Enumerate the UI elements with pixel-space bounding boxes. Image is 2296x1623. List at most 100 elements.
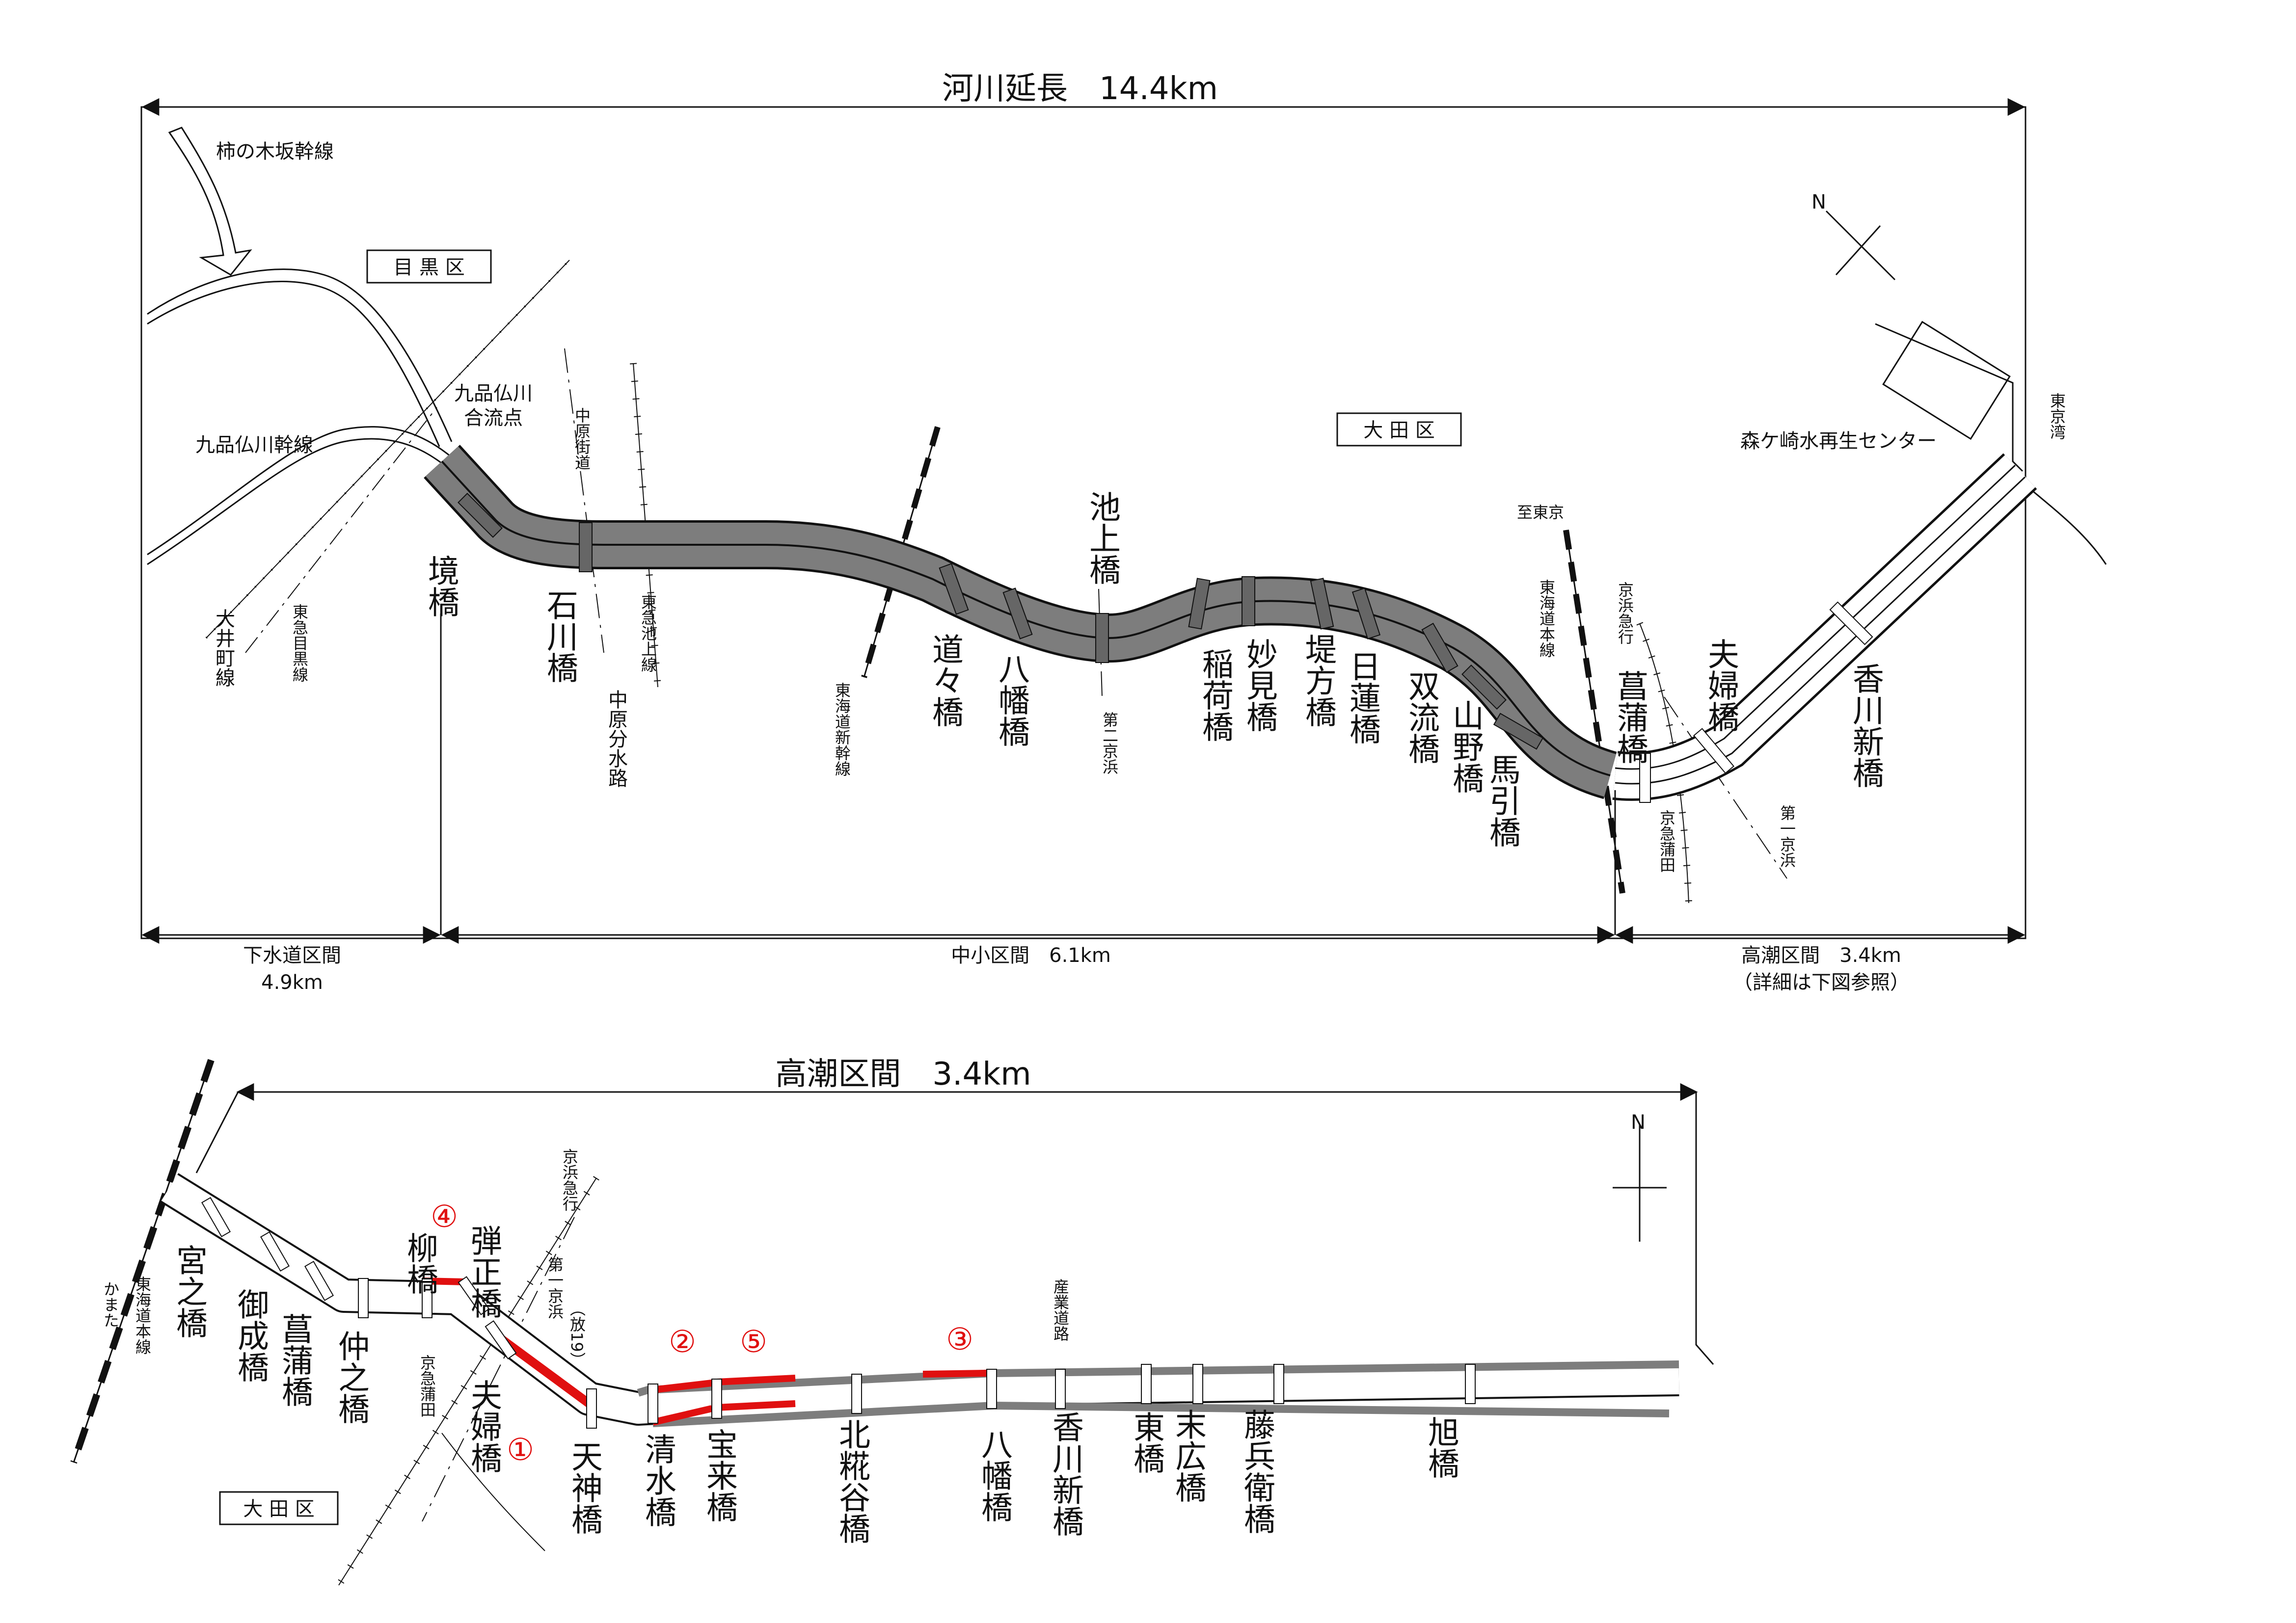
morigasaki-outline [1875, 323, 2024, 472]
north-symbol-top: N [1811, 191, 1826, 213]
vlabel-dodo: 道々橋 [927, 633, 963, 727]
top-map: 河川延長 14.4km 目 黒 区 大 田 区 柿の木坂幹線 九品仏川幹線 九品… [140, 71, 2107, 994]
vlabel-keikyu-kamata-bottom: 京急蒲田 [418, 1355, 436, 1417]
vlabel-higashi: 東橋 [1128, 1411, 1164, 1474]
vlabel-meoto: 夫婦橋 [465, 1379, 502, 1473]
bridge-myoken-top [1242, 576, 1255, 626]
label-kuhonbutsu-main: 九品仏川幹線 [195, 434, 313, 456]
bridge-shobu [304, 1260, 334, 1302]
vlabel-oimachi: 大井町線 [212, 609, 235, 687]
bridge-tsutsumikata-top [1310, 578, 1334, 630]
top-bridges [458, 493, 1544, 750]
road-dai1-keihin-bottom [422, 1217, 575, 1522]
bridge-hachiman [986, 1369, 997, 1409]
vlabel-myoken: 妙見橋 [1241, 638, 1277, 732]
tidal-channel-top-line-1 [1615, 464, 2016, 770]
bridge-ikegami-top [1095, 613, 1109, 663]
bottom-bridges [201, 1197, 1476, 1429]
bridge-kitakojiya [851, 1374, 862, 1414]
red-section-5-lower [716, 1400, 796, 1411]
bridge-hachiman-top [1002, 587, 1033, 639]
ward-box-meguro [366, 249, 492, 284]
vlabel-meoto-top: 夫婦橋 [1702, 638, 1739, 732]
rail-tokaido-bottom-base [73, 1060, 212, 1463]
vlabel-shimizu: 清水橋 [640, 1433, 676, 1527]
vlabel-soryu: 双流橋 [1403, 670, 1439, 764]
vlabel-tenjin: 天神橋 [566, 1440, 602, 1535]
tidal-bank-lower-grey [994, 1402, 1670, 1417]
circle-number-4: ④ [431, 1198, 458, 1234]
vlabel-tsutsumikata: 堤方橋 [1300, 633, 1336, 727]
bottom-frame [195, 1091, 1714, 1365]
vlabel-to-tokyo: 至東京 [1517, 503, 1564, 522]
label-kakinokizaka: 柿の木坂幹線 [216, 140, 334, 163]
bridge-kagawa-shin-top [1829, 601, 1873, 645]
vlabel-meguro-line: 東急目黒線 [290, 604, 309, 682]
vlabel-dai1-keihin-bottom: 第一京浜 [545, 1256, 564, 1319]
tidal-bank-upper-grey [994, 1360, 1679, 1377]
kuhonbutsu-trunk-outer [147, 438, 472, 565]
section-sewer-name: 下水道区間 [243, 944, 341, 967]
bridge-higashi [1141, 1364, 1152, 1404]
circle-number-5: ⑤ [740, 1324, 767, 1359]
bridge-sakai-top [458, 493, 503, 538]
bridge-dodo-top [939, 563, 969, 615]
rail-oimachi-line [245, 407, 437, 653]
road-dai1-keihin [1664, 696, 1787, 879]
section-tidal-name: 高潮区間 3.4km [1741, 944, 1901, 967]
bridge-miyanomae [201, 1197, 231, 1238]
bridge-meoto [485, 1320, 517, 1359]
label-confluence-1: 九品仏川 [454, 382, 533, 405]
vlabel-sangyo-doro: 産業道路 [1051, 1278, 1070, 1341]
bridge-inari-top [1188, 578, 1211, 630]
road-keikyu-kamata-bottom [441, 1433, 545, 1551]
river-channel-centerline [441, 460, 1611, 776]
vlabel-ho19: （放19） [567, 1301, 586, 1368]
label-morigasaki-center: 森ケ崎水再生センター [1740, 430, 1937, 452]
ward-box-ota-bottom [219, 1491, 339, 1525]
section-sewer-length: 4.9km [261, 971, 323, 994]
bridge-soryu-top [1421, 622, 1459, 673]
vlabel-asahi: 旭橋 [1423, 1416, 1459, 1479]
kuhonbutsu-trunk-inner [147, 426, 480, 556]
tokyo-bay-shore [2032, 490, 2107, 565]
section-tidal-note: （詳細は下図参照） [1733, 971, 1910, 994]
bridge-mabiki-top [1493, 713, 1544, 750]
vlabel-ikegami-line: 東急池上線 [639, 594, 657, 672]
red-section-2-upper [652, 1380, 712, 1393]
bridge-asahi [1465, 1364, 1476, 1404]
morigasaki-center-building [1882, 320, 2011, 440]
rail-meguro-line-base [206, 260, 570, 639]
bridge-shobu-top [1639, 753, 1651, 803]
bridge-yamano-top [1461, 665, 1507, 710]
north-symbol-bottom: N [1631, 1111, 1646, 1134]
bridge-ishikawa-top [579, 522, 593, 572]
vlabel-nakahara-kaido: 中原街道 [572, 407, 591, 470]
bridge-tobe [1273, 1364, 1284, 1404]
vlabel-yanagi: 柳橋 [402, 1232, 438, 1295]
ward-label-ota-top: 大 田 区 [1363, 419, 1434, 442]
vlabel-yamano: 山野橋 [1447, 699, 1484, 794]
vlabel-keikyu-bottom: 京浜急行 [560, 1148, 579, 1211]
meguro-trunk-inner [147, 281, 440, 447]
bridge-dansho [458, 1276, 490, 1315]
circle-number-2: ② [669, 1324, 696, 1359]
bridge-suehiro [1192, 1364, 1203, 1404]
vlabel-dai1-keihin-top: 第一京浜 [1778, 805, 1796, 868]
vlabel-kagawa-shin-top: 香川新橋 [1847, 663, 1884, 788]
tidal-bank-mid-grey-lower [652, 1402, 995, 1427]
ward-label-meguro: 目 黒 区 [393, 256, 464, 279]
red-section-5-upper [716, 1375, 796, 1385]
kakinokizaka-arrow [168, 127, 252, 276]
red-section-2-lower [652, 1405, 713, 1426]
vlabel-mabiki: 馬引橋 [1484, 753, 1520, 848]
bridge-meoto-top [1693, 728, 1734, 774]
vlabel-keikyu-kamata-top: 京急蒲田 [1657, 810, 1676, 873]
top-tidal-bridges [1639, 601, 1873, 803]
vlabel-sakai: 境橋 [423, 555, 459, 617]
vlabel-dai2-keihin: 第二京浜 [1100, 712, 1119, 774]
vlabel-nichiren: 日蓮橋 [1344, 650, 1380, 745]
vlabel-inari: 稲荷橋 [1197, 648, 1233, 742]
vlabel-kitakojiya: 北糀谷橋 [834, 1418, 870, 1544]
